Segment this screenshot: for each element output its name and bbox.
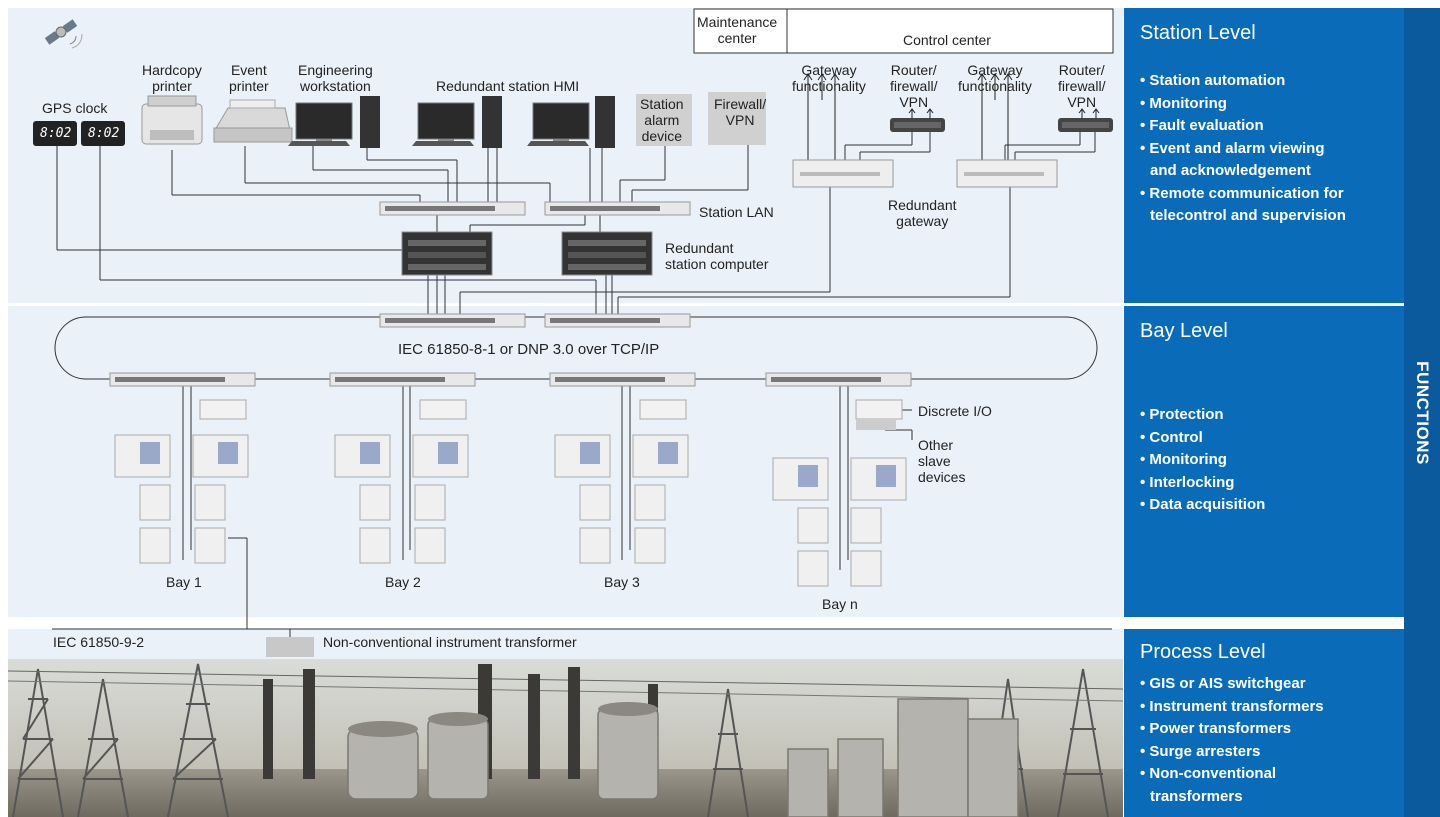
station-lan-label: Station LAN [699, 204, 774, 220]
engineering-workstation-icon [288, 96, 380, 148]
station-function-item: • Remote communication for [1140, 184, 1344, 202]
maintenance-center-label: Maintenance center [697, 14, 778, 46]
bay-function-item: • Data acquisition [1140, 496, 1266, 513]
bus-protocol-label: IEC 61850-8-1 or DNP 3.0 over TCP/IP [398, 341, 660, 358]
redundant-gateway-label: Redundant gateway [888, 197, 957, 229]
hardcopy-printer-label: Hardcopy printer [142, 62, 202, 94]
bay-3-ieds [554, 399, 689, 564]
station-function-item: • Fault evaluation [1140, 117, 1264, 134]
station-function-item: and acknowledgement [1150, 162, 1311, 179]
station-function-item: • Monitoring [1140, 94, 1227, 112]
substation-photo [8, 659, 1123, 817]
network-diagram [33, 8, 1114, 657]
station-level-title: Station Level [1140, 22, 1256, 44]
station-function-item: • Station automation [1140, 72, 1286, 89]
bay-function-item: • Control [1140, 428, 1203, 446]
bay-switch-icon [329, 372, 476, 387]
gateway-functionality-label: Gateway functionality [958, 62, 1032, 94]
network-switch-icon [379, 313, 526, 328]
bay-3-label: Bay 3 [604, 574, 640, 590]
router-label: Router/ firewall/ VPN [890, 62, 938, 110]
bay-switch-icon [109, 372, 256, 387]
process-level-band [8, 629, 1123, 659]
gateway-device-icon [956, 159, 1058, 188]
bay-level-title: Bay Level [1140, 320, 1228, 342]
firewall-vpn-box [708, 92, 766, 145]
bay-function-item: • Monitoring [1140, 451, 1227, 468]
hmi-workstation-icon [412, 96, 502, 148]
station-function-item: telecontrol and supervision [1150, 207, 1346, 224]
process-function-item: • Instrument transformers [1140, 697, 1324, 715]
router-icon [1058, 118, 1113, 132]
process-bus-label: IEC 61850-9-2 [53, 634, 145, 650]
event-printer-icon [213, 99, 293, 143]
network-switch-icon [544, 201, 691, 216]
router-icon [890, 118, 945, 132]
redundant-station-computer-label: Redundant station computer [665, 240, 769, 272]
functions-side-bar: FUNCTIONS [1404, 8, 1440, 817]
bay-2-label: Bay 2 [385, 574, 421, 590]
gps-clock-time: 8:02 [88, 126, 120, 141]
bay-function-item: • Interlocking [1140, 473, 1235, 491]
firewall-vpn-label: Firewall/ VPN [714, 96, 767, 128]
control-center-label: Control center [903, 32, 991, 48]
ncit-box-icon [266, 637, 314, 657]
bay-level-panel: Bay Level • Protection • Control • Monit… [1124, 306, 1404, 617]
gateway-device-icon [792, 159, 894, 188]
bay-n-label: Bay n [822, 596, 858, 612]
functions-label: FUNCTIONS [1413, 360, 1432, 465]
hardcopy-printer-icon [141, 95, 203, 145]
process-function-item: • Surge arresters [1140, 742, 1261, 760]
discrete-io-label: Discrete I/O [918, 403, 992, 419]
station-alarm-label: Station alarm device [640, 96, 684, 144]
gps-clock-label: GPS clock [42, 100, 108, 116]
gateway-functionality-label: Gateway functionality [792, 62, 866, 94]
bay-1-label: Bay 1 [166, 574, 202, 590]
redundant-hmi-label: Redundant station HMI [436, 78, 580, 94]
bay-2-ieds [334, 399, 469, 564]
event-printer-label: Event printer [229, 62, 269, 94]
gps-clock-time: 8:02 [40, 126, 72, 141]
process-function-item: • GIS or AIS switchgear [1140, 675, 1306, 692]
bay-n-ieds [772, 399, 907, 587]
network-switch-icon [379, 201, 526, 216]
station-computer-icon [401, 231, 493, 276]
gps-clock-icon [33, 121, 125, 146]
process-function-item: transformers [1150, 787, 1243, 805]
process-function-item: • Non-conventional [1140, 765, 1277, 782]
station-level-panel: Station Level • Station automation • Mon… [1124, 8, 1404, 303]
bay-1-ieds [114, 399, 249, 564]
network-switch-icon [544, 313, 691, 328]
satellite-icon [44, 19, 83, 49]
hmi-workstation-icon [527, 96, 615, 148]
station-function-item: • Event and alarm viewing [1140, 139, 1325, 157]
engineering-workstation-label: Engineering workstation [298, 62, 373, 94]
station-computer-icon [561, 231, 653, 276]
process-level-panel: Process Level • GIS or AIS switchgear • … [1124, 629, 1404, 817]
bay-switch-icon [549, 372, 696, 387]
non-conventional-label: Non-conventional instrument transformer [323, 634, 577, 650]
bay-switch-icon [765, 372, 912, 387]
bay-function-item: • Protection [1140, 406, 1224, 423]
router-label: Router/ firewall/ VPN [1058, 62, 1106, 110]
station-alarm-device [636, 94, 692, 146]
other-slave-devices-label: Other slave devices [918, 437, 966, 485]
process-level-title: Process Level [1140, 641, 1266, 663]
process-function-item: • Power transformers [1140, 720, 1292, 737]
